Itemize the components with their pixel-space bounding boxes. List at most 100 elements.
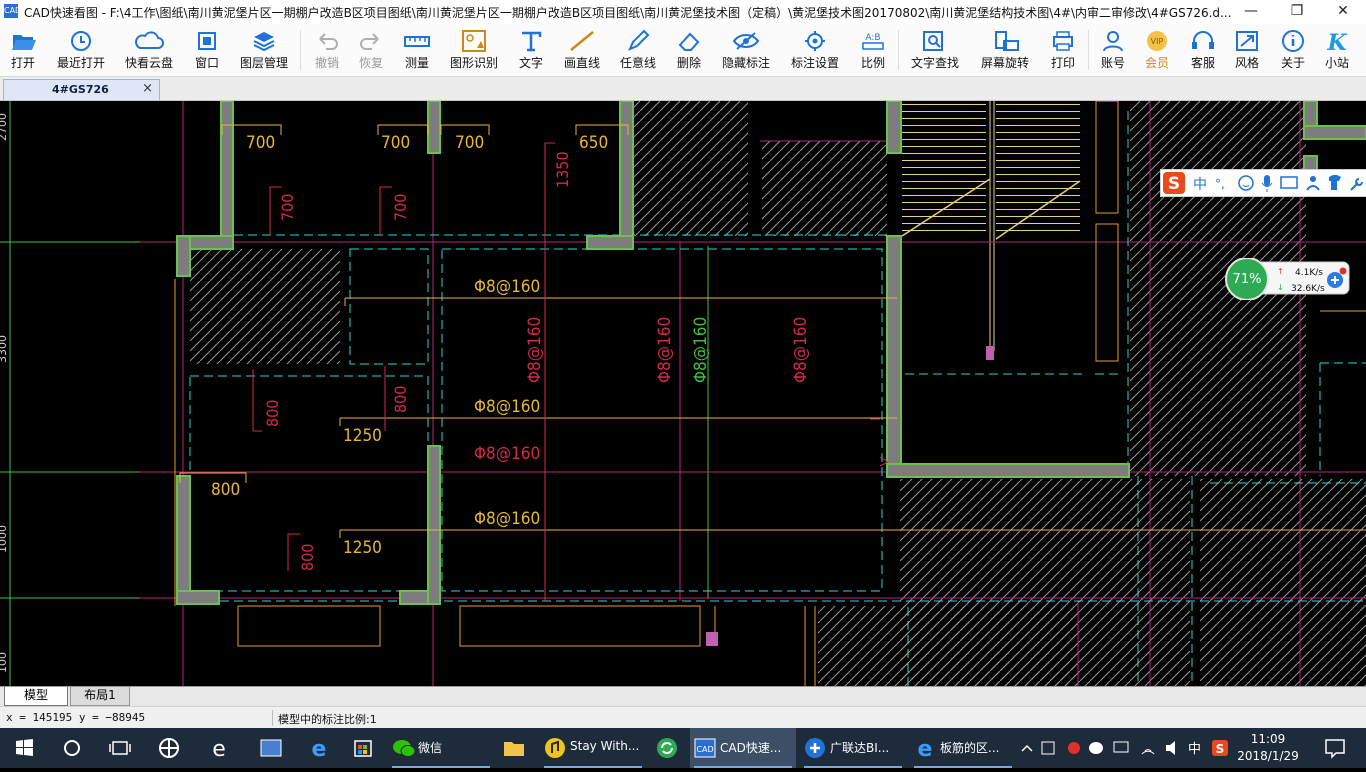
taskbar-pinned-ie[interactable]: e <box>196 728 242 768</box>
pen-icon <box>628 29 650 51</box>
close-button[interactable]: ✕ <box>1337 3 1349 19</box>
svg-text:3300: 3300 <box>0 335 9 363</box>
clock-time: 11:09 <box>1250 732 1286 746</box>
screen-rotate-button[interactable]: 屏幕旋转 <box>976 26 1034 74</box>
close-tab-icon[interactable]: × <box>142 81 153 96</box>
drawing-canvas[interactable]: 700 700 700 650 800 1250 1250 700 700 13… <box>0 101 1366 686</box>
dim-1350: 1350 <box>553 151 572 188</box>
shirt-icon <box>1329 175 1341 190</box>
task-view-button[interactable] <box>96 728 144 768</box>
main-toolbar: 打开 最近打开 快看云盘 窗口 图层管理 撤销 恢复 测量 图形识别 文字 画直… <box>0 24 1366 77</box>
customer-service-button[interactable]: 客服 <box>1184 26 1222 74</box>
pinwheel-icon <box>159 738 179 758</box>
account-button[interactable]: 账号 <box>1094 26 1132 74</box>
tray-icons: 中 S <box>1021 740 1228 757</box>
dimension-texts: 700 700 700 650 800 1250 1250 <box>211 133 608 558</box>
action-center-button[interactable] <box>1312 728 1358 768</box>
window-title: CAD快速看图 - F:\4工作\图纸\南川黄泥堡片区一期棚户改造B区项目图纸\… <box>24 6 1232 20</box>
dim-700-b: 700 <box>381 133 410 153</box>
wechat-tray-icon <box>1089 742 1103 754</box>
taskbar-app-music[interactable]: Stay With... <box>540 728 646 768</box>
scale-button[interactable]: A:B 比例 <box>854 26 892 74</box>
svg-text:e: e <box>212 737 226 762</box>
dim-700-c: 700 <box>455 133 484 153</box>
ime-toolbar-graphic: S 中 °, <box>1163 172 1363 194</box>
redo-icon <box>360 33 379 50</box>
layers-icon <box>253 32 275 52</box>
text-search-icon <box>923 31 943 51</box>
draw-line-button[interactable]: 画直线 <box>560 26 604 74</box>
search-button[interactable] <box>48 728 96 768</box>
taskbar-pinned-explorer[interactable] <box>496 728 532 768</box>
document-tab[interactable]: 4#GS726 × <box>3 79 160 100</box>
rebar-label-red: Φ8@160 <box>474 444 540 464</box>
about-button[interactable]: 关于 <box>1274 26 1312 74</box>
ime-punct-label: °, <box>1215 177 1225 191</box>
shape-recognition-button[interactable]: 图形识别 <box>446 26 502 74</box>
start-button[interactable] <box>0 728 48 768</box>
taskbar-pinned-store[interactable] <box>340 728 386 768</box>
text-icon <box>522 31 542 52</box>
redo-button[interactable]: 恢复 <box>352 26 390 74</box>
undo-button[interactable]: 撤销 <box>308 26 346 74</box>
hide-annotation-button[interactable]: 隐藏标注 <box>718 26 774 74</box>
svg-text:100: 100 <box>0 652 9 673</box>
text-button[interactable]: 文字 <box>512 26 550 74</box>
red-dimension-brackets <box>252 142 555 601</box>
keyboard-icon <box>1280 176 1298 189</box>
hidden-lines <box>189 111 1366 686</box>
annotation-settings-button[interactable]: 标注设置 <box>786 26 844 74</box>
document-tab-label: 4#GS726 <box>52 83 109 96</box>
style-button[interactable]: 风格 <box>1228 26 1266 74</box>
ime-lang-label: 中 <box>1193 177 1207 193</box>
clock-date: 2018/1/29 <box>1237 749 1299 763</box>
freehand-button[interactable]: 任意线 <box>616 26 660 74</box>
ime-toolbar[interactable]: S 中 °, <box>1160 169 1366 197</box>
delete-button[interactable]: 删除 <box>670 26 708 74</box>
status-divider <box>272 710 273 726</box>
ime-indicator: 中 <box>1188 742 1201 757</box>
music-icon <box>545 738 565 758</box>
undo-icon <box>319 33 338 50</box>
taskbar-pinned-refresh[interactable] <box>648 728 686 768</box>
cad-icon: CAD <box>694 738 716 758</box>
text-search-button[interactable]: 文字查找 <box>906 26 964 74</box>
taskbar-app-ie[interactable]: e 板筋的区... <box>910 728 1016 768</box>
recent-open-button[interactable]: 最近打开 <box>52 26 110 74</box>
net-percent: 71% <box>1233 272 1262 287</box>
maximize-button[interactable]: ❐ <box>1290 3 1304 19</box>
chevron-up-icon <box>1021 744 1033 752</box>
tab-layout1[interactable]: 布局1 <box>70 687 130 706</box>
taskbar-pinned-edge[interactable]: e <box>296 728 342 768</box>
toolbar-separator <box>300 30 301 70</box>
taskbar-app-wechat[interactable]: 微信 <box>388 728 494 768</box>
rotate-screen-icon <box>995 31 1019 51</box>
minimize-button[interactable]: — <box>1244 3 1258 19</box>
open-button[interactable]: 打开 <box>4 26 42 74</box>
measure-button[interactable]: 测量 <box>398 26 436 74</box>
toolbar-separator <box>898 30 899 70</box>
svg-text:1000: 1000 <box>0 525 9 553</box>
print-button[interactable]: 打印 <box>1044 26 1082 74</box>
k-station-icon: K <box>1326 30 1347 54</box>
vip-button[interactable]: VIP 会员 <box>1138 26 1176 74</box>
svg-text:2700: 2700 <box>0 113 9 141</box>
taskbar-clock[interactable]: 11:09 2018/1/29 <box>1236 731 1300 765</box>
user-icon <box>1310 176 1316 182</box>
volume-icon <box>1166 741 1175 755</box>
scale-icon: A:B <box>862 33 884 50</box>
taskbar-app-cad[interactable]: CAD CAD快速... <box>690 728 796 768</box>
style-icon <box>1236 31 1258 51</box>
taskbar-pinned-gallery[interactable] <box>248 728 294 768</box>
layer-manager-button[interactable]: 图层管理 <box>236 26 292 74</box>
network-speed-widget[interactable]: 71% ↑ 4.1K/s ↓ 32.6K/s <box>1225 257 1351 301</box>
windows-logo-icon <box>16 739 33 756</box>
taskbar-pinned-pinwheel[interactable] <box>146 728 192 768</box>
annotation-settings-icon <box>805 31 825 51</box>
cloud-drive-button[interactable]: 快看云盘 <box>120 26 178 74</box>
tab-model[interactable]: 模型 <box>4 687 68 706</box>
station-button[interactable]: K 小站 <box>1318 26 1356 74</box>
taskbar-app-glodon[interactable]: 广联达BI... <box>800 728 906 768</box>
window-button[interactable]: 窗口 <box>188 26 226 74</box>
window-icon <box>198 32 216 50</box>
